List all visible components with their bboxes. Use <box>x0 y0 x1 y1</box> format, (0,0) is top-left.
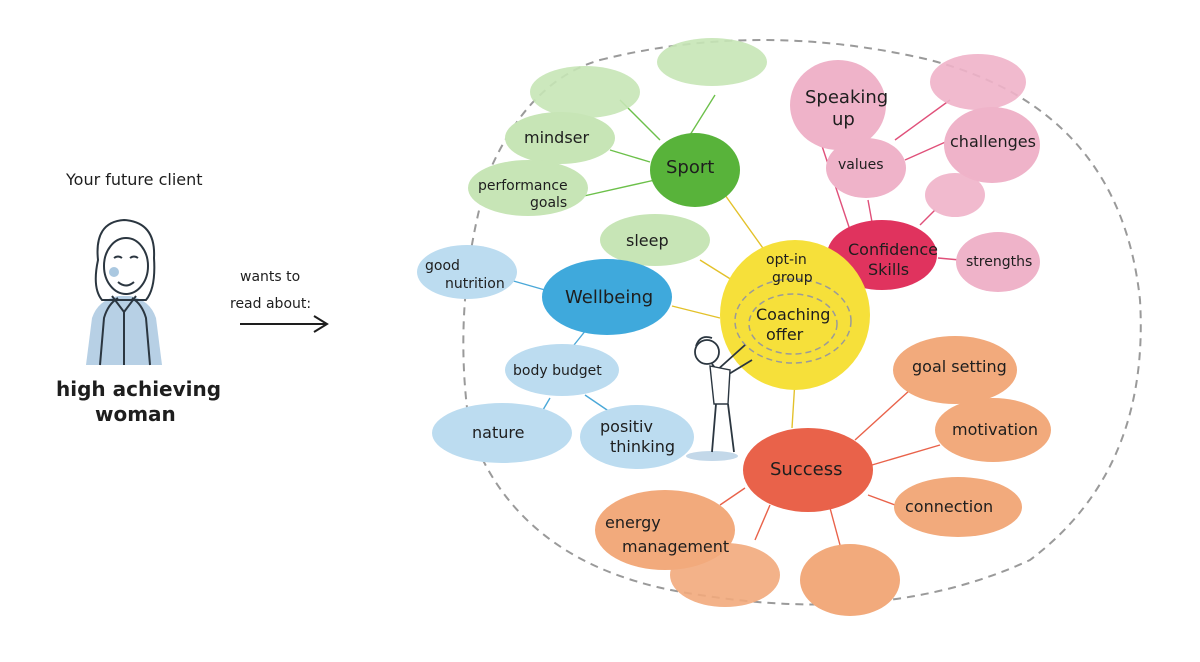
positive-thinking-node[interactable] <box>580 405 694 469</box>
arrow-caption-line1: wants to <box>240 269 300 285</box>
client-section: Your future client high achieving woman … <box>56 170 329 426</box>
pink-blob-small <box>925 173 985 217</box>
figure-legs <box>711 403 735 453</box>
speaking-up-label-line1: Speaking <box>805 87 888 108</box>
inner-dashed-ring-outer <box>734 278 852 364</box>
opt-in-label-line1: opt-in <box>766 252 807 268</box>
client-portrait <box>86 218 162 366</box>
wellbeing-hub-label: Wellbeing <box>565 287 653 308</box>
opt-in-label-line2: group <box>772 270 813 286</box>
arrow-caption-line2: read about: <box>230 296 311 312</box>
positive-thinking-label-line1: positiv <box>600 417 653 436</box>
coaching-offer-label-line1: Coaching <box>756 305 830 324</box>
client-heading: Your future client <box>65 170 203 189</box>
green-blob-top-left <box>530 66 640 118</box>
inner-dashed-ring-inner <box>748 293 838 355</box>
connector-success-goal <box>854 389 911 441</box>
performance-goals-label-line2: goals <box>530 195 567 211</box>
values-node[interactable] <box>826 138 906 198</box>
standing-figure <box>686 336 753 461</box>
success-hub-label: Success <box>770 459 842 480</box>
connector-sport-performance <box>574 179 656 199</box>
client-eyes <box>113 255 139 259</box>
client-cheek <box>109 267 119 277</box>
connector-body-positive <box>584 394 611 413</box>
mindset-label: mindser <box>524 128 590 147</box>
wellbeing-cluster: good nutrition Wellbeing body budget nat… <box>417 245 694 469</box>
confidence-skills-label-line1: Confidence <box>848 240 938 259</box>
values-label: values <box>838 157 884 173</box>
strengths-node[interactable] <box>956 232 1040 292</box>
sport-hub-label: Sport <box>666 157 714 178</box>
connector-confidence-values <box>867 199 873 223</box>
nutrition-label-line1: good <box>425 258 460 274</box>
success-hub[interactable] <box>743 428 873 512</box>
speaking-up-label-line2: up <box>832 109 855 130</box>
connector-values-topblob <box>894 99 951 141</box>
nutrition-label-line2: nutrition <box>445 276 505 292</box>
speaking-up-node[interactable] <box>790 60 886 150</box>
body-budget-label: body budget <box>513 363 602 379</box>
wellbeing-hub[interactable] <box>542 259 672 335</box>
energy-management-label-line1: energy <box>605 513 661 532</box>
figure-shirt <box>709 365 731 405</box>
figure-ground-shadow <box>686 451 738 461</box>
motivation-node[interactable] <box>935 398 1051 462</box>
connector-confidence-smallblob <box>919 209 936 226</box>
client-name-line2: woman <box>95 402 176 426</box>
energy-management-label-line2: management <box>622 537 729 556</box>
figure-head <box>694 339 720 365</box>
connector-values-challenges <box>904 139 951 161</box>
nature-node[interactable] <box>432 403 572 463</box>
connector-success-bottom <box>829 507 841 546</box>
figure-hair <box>695 336 713 347</box>
mindset-node[interactable] <box>505 112 615 164</box>
performance-goals-node[interactable] <box>468 160 588 216</box>
connector-success-bottomleft <box>754 504 771 541</box>
strengths-label: strengths <box>966 254 1032 270</box>
challenges-node[interactable] <box>944 107 1040 183</box>
client-smile <box>117 281 135 287</box>
connection-label: connection <box>905 497 993 516</box>
right-arrow-icon <box>240 315 329 333</box>
connector-sport-mindset <box>609 149 651 163</box>
sleep-node[interactable] <box>600 214 710 266</box>
body-budget-node[interactable] <box>505 344 619 396</box>
nutrition-node[interactable] <box>417 245 517 299</box>
orange-blob-bottom <box>800 544 900 616</box>
pink-blob-top-right <box>930 54 1026 110</box>
coaching-offer-hub[interactable] <box>720 240 870 390</box>
orange-blob-bottom-left <box>670 543 780 607</box>
connector-success-energy <box>719 487 746 506</box>
connector-wellbeing-nutrition <box>509 279 546 291</box>
sleep-label: sleep <box>626 231 669 250</box>
client-hair <box>94 218 156 301</box>
client-face <box>103 237 149 295</box>
nature-label: nature <box>472 423 524 442</box>
coaching-offer-label-line2: offer <box>766 325 804 344</box>
sport-hub[interactable] <box>650 133 740 207</box>
positive-thinking-label-line2: thinking <box>610 437 675 456</box>
confidence-skills-label-line2: Skills <box>868 260 909 279</box>
challenges-label: challenges <box>950 132 1036 151</box>
performance-goals-label-line1: performance <box>478 178 568 194</box>
connector-success-connection <box>867 494 896 506</box>
green-blob-top <box>657 38 767 86</box>
connector-wellbeing-center <box>671 305 721 319</box>
client-name-line1: high achieving <box>56 377 221 401</box>
goal-setting-node[interactable] <box>893 336 1017 404</box>
client-body-outline <box>99 297 151 366</box>
connector-sport-topblob <box>689 94 716 136</box>
client-collar <box>111 295 137 365</box>
success-cluster: goal setting motivation Success connecti… <box>595 336 1051 616</box>
connector-success-motivation <box>871 444 941 466</box>
motivation-label: motivation <box>952 420 1038 439</box>
sport-cluster: mindser performance goals Sport sleep <box>468 38 767 266</box>
connection-node[interactable] <box>894 477 1022 537</box>
goal-setting-label: goal setting <box>912 357 1007 376</box>
center-cluster: opt-in group Coaching offer <box>720 240 870 390</box>
